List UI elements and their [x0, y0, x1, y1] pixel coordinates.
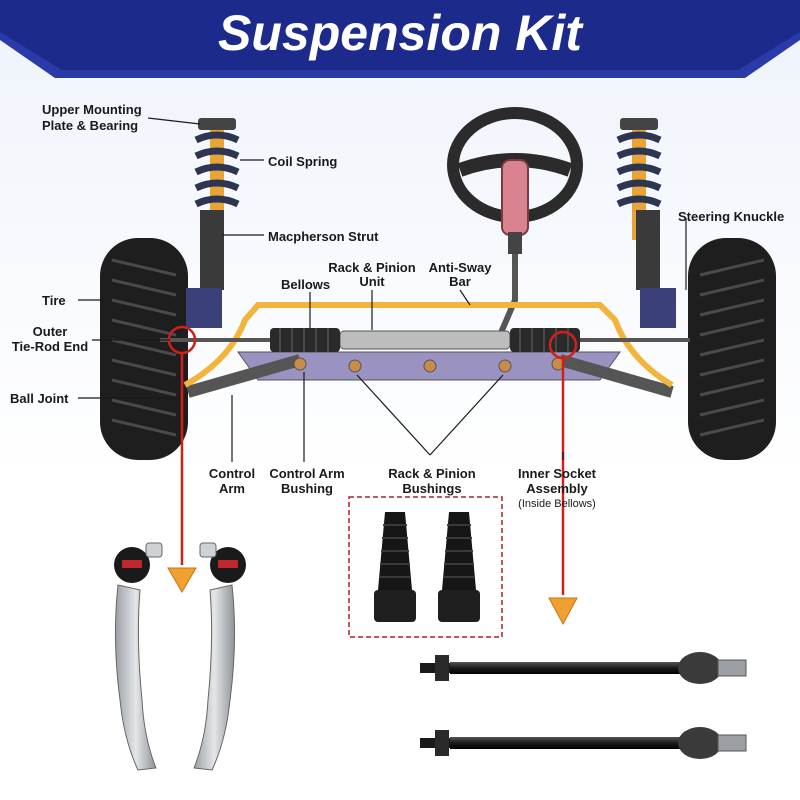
arrow-down-icon — [167, 567, 197, 593]
page-title: Suspension Kit — [218, 5, 584, 61]
title-banner: Suspension Kit — [0, 0, 800, 78]
outer-tie-rod-ends-product — [114, 542, 246, 771]
label-upper-mounting-line2: Plate & Bearing — [42, 118, 138, 133]
boot-right — [438, 512, 480, 622]
inner-tie-rod-top — [420, 652, 747, 684]
inner-tie-rod-bottom — [420, 727, 747, 759]
label-control-arm-bushing-line1: Control Arm — [269, 466, 344, 481]
label-anti-sway-line1: Anti-Sway — [429, 260, 493, 275]
subframe — [186, 351, 674, 398]
steering-wheel-icon — [447, 107, 583, 337]
right-tire-icon — [688, 238, 776, 460]
inner-tie-rods-product — [420, 652, 747, 759]
arrow-down-icon — [548, 597, 578, 626]
label-anti-sway-line2: Bar — [449, 274, 471, 289]
label-tire: Tire — [42, 293, 66, 308]
label-inner-socket-line3: (Inside Bellows) — [518, 498, 596, 510]
callout-arrows — [167, 325, 578, 626]
right-strut — [616, 118, 676, 328]
label-coil-spring: Coil Spring — [268, 154, 337, 169]
rack-and-pinion — [160, 328, 690, 352]
tie-rod-end-right — [193, 542, 246, 771]
label-rack-pinion-bushings-line2: Bushings — [402, 481, 461, 496]
label-upper-mounting-line1: Upper Mounting — [42, 102, 142, 117]
boot-left — [374, 512, 416, 622]
label-rack-pinion-bushings-line1: Rack & Pinion — [388, 466, 475, 481]
label-outer-tie-rod-line2: Tie-Rod End — [12, 339, 88, 354]
left-tire-icon — [100, 238, 188, 460]
leader-lines — [78, 117, 687, 462]
label-bellows: Bellows — [281, 277, 330, 292]
label-steering-knuckle: Steering Knuckle — [678, 209, 784, 224]
label-inner-socket-line2: Assembly — [526, 481, 588, 496]
labels: Upper Mounting Plate & Bearing Coil Spri… — [10, 102, 784, 510]
right-bellows — [510, 328, 580, 352]
tie-rod-end-left — [114, 542, 163, 771]
label-outer-tie-rod-line1: Outer — [33, 324, 68, 339]
label-rack-pinion-unit-line1: Rack & Pinion — [328, 260, 415, 275]
label-inner-socket-line1: Inner Socket — [518, 466, 597, 481]
anti-sway-bar — [183, 302, 674, 388]
label-macpherson-strut: Macpherson Strut — [268, 229, 379, 244]
left-bellows — [270, 328, 340, 352]
bellows-boots-product — [348, 496, 503, 638]
label-control-arm-line2: Arm — [219, 481, 245, 496]
label-control-arm-line1: Control — [209, 466, 255, 481]
label-rack-pinion-unit-line2: Unit — [359, 274, 385, 289]
label-control-arm-bushing-line2: Bushing — [281, 481, 333, 496]
label-ball-joint: Ball Joint — [10, 391, 69, 406]
left-strut — [186, 118, 240, 328]
